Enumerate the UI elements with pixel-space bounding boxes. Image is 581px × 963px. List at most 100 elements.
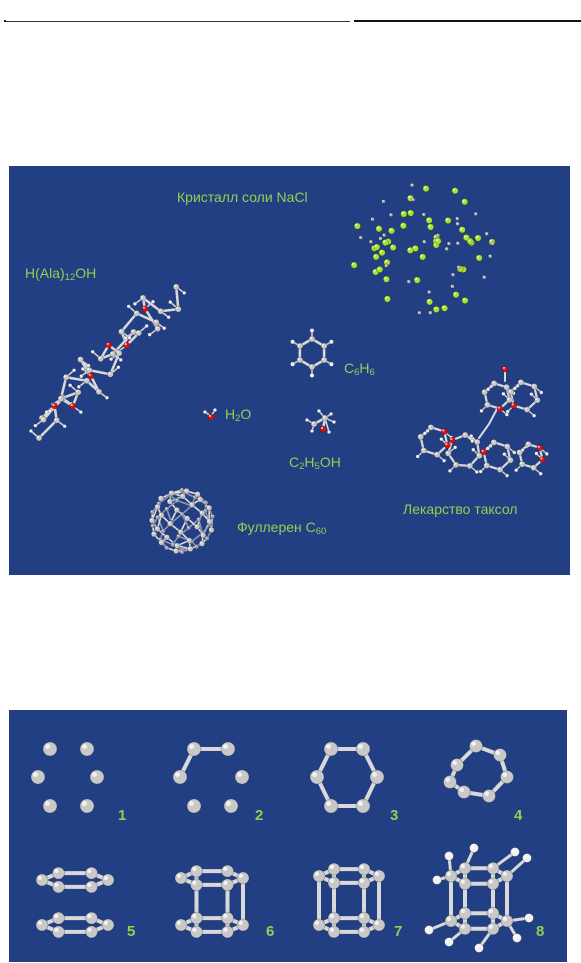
- atom-highlight: [502, 871, 507, 876]
- atom-highlight: [116, 351, 120, 354]
- hydrogen-atom: [212, 407, 218, 413]
- hydrogen-atom: [28, 428, 34, 434]
- atom-highlight: [488, 254, 491, 257]
- atom-highlight: [310, 429, 312, 431]
- bond: [120, 312, 138, 333]
- carbon-atom: [115, 349, 123, 357]
- atom-highlight: [329, 927, 334, 932]
- benzene-label: C6H6: [344, 360, 375, 378]
- bond: [181, 513, 190, 529]
- atom-highlight: [514, 468, 517, 471]
- carbon-atom: [158, 512, 165, 519]
- atom-highlight: [291, 362, 293, 365]
- hydrogen-atom: [524, 913, 534, 923]
- atom-highlight: [180, 550, 182, 552]
- carbon-atom: [186, 525, 192, 531]
- bond: [64, 375, 89, 383]
- atom-highlight: [475, 944, 479, 948]
- atom-highlight: [134, 311, 137, 314]
- atom-highlight: [158, 537, 161, 540]
- atom: [236, 871, 250, 885]
- atom-highlight: [310, 329, 313, 331]
- hydrogen-atom: [471, 447, 476, 452]
- atom-highlight: [332, 420, 334, 422]
- carbon-atom: [35, 434, 43, 442]
- carbon-atom: [194, 523, 201, 530]
- hydrogen-atom: [514, 468, 519, 473]
- atom: [85, 866, 98, 880]
- hydrogen-atom: [485, 446, 490, 451]
- chloride-atom: [376, 265, 384, 273]
- atom-highlight: [180, 494, 183, 497]
- chloride-atom: [400, 210, 408, 218]
- atom-highlight: [314, 920, 319, 925]
- bond: [59, 375, 68, 400]
- atom-highlight: [359, 913, 364, 919]
- atom-highlight: [498, 467, 501, 470]
- atom: [174, 918, 188, 932]
- hydrogen-atom: [202, 409, 208, 415]
- carbon-atom: [172, 283, 180, 291]
- atom-highlight: [384, 276, 387, 280]
- nacl-label: Кристалл соли NaCl: [177, 189, 308, 205]
- atom-highlight: [106, 342, 109, 345]
- hydrogen-atom: [127, 335, 132, 340]
- atom-highlight: [87, 364, 89, 366]
- atom-highlight: [470, 844, 474, 848]
- atom: [172, 769, 188, 785]
- hydrogen-atom: [168, 299, 173, 305]
- atom-highlight: [164, 535, 167, 538]
- carbon-atom: [420, 447, 428, 454]
- atom: [357, 876, 371, 890]
- hydrogen-atom: [309, 428, 315, 434]
- carbon-atom: [525, 440, 532, 448]
- atom-highlight: [508, 458, 511, 461]
- atom-highlight: [535, 398, 538, 401]
- atom-highlight: [448, 469, 450, 471]
- carbon-atom: [164, 545, 170, 551]
- atom: [236, 918, 250, 932]
- chloride-atom: [425, 216, 433, 224]
- carbon-atom: [187, 545, 194, 552]
- atom-highlight: [517, 450, 520, 453]
- atom-highlight: [167, 315, 169, 318]
- chloride-atom: [382, 275, 390, 283]
- atom-highlight: [205, 536, 208, 539]
- hydrogen-atom: [78, 409, 83, 415]
- atom-highlight: [87, 913, 92, 919]
- atom-highlight: [136, 330, 139, 333]
- sodium-atom: [484, 231, 489, 236]
- atom-highlight: [174, 548, 177, 551]
- atom-highlight: [155, 504, 158, 507]
- atom-highlight: [408, 195, 411, 199]
- atom-highlight: [72, 368, 75, 371]
- oxygen-atom: [105, 341, 113, 349]
- carbon-atom: [95, 388, 103, 396]
- atom-highlight: [418, 311, 420, 313]
- sodium-atom: [446, 241, 452, 246]
- atom-highlight: [471, 741, 476, 746]
- atom-highlight: [358, 744, 363, 749]
- atom-highlight: [358, 801, 363, 806]
- hydrogen-atom: [132, 301, 138, 307]
- atom-highlight: [200, 511, 203, 514]
- oxygen-atom: [510, 402, 518, 409]
- hydrogen-atom: [104, 395, 110, 400]
- atom-highlight: [474, 212, 476, 214]
- atom-highlight: [476, 255, 480, 258]
- sodium-atom: [450, 284, 455, 289]
- atom-highlight: [207, 519, 210, 522]
- atom-highlight: [70, 403, 73, 407]
- atom-highlight: [453, 292, 456, 295]
- atom-highlight: [435, 238, 439, 242]
- atom-highlight: [45, 744, 50, 749]
- atom-highlight: [36, 435, 39, 439]
- atom-highlight: [48, 409, 50, 411]
- atom-highlight: [505, 444, 508, 447]
- atom-highlight: [445, 247, 447, 249]
- sodium-atom: [422, 239, 427, 244]
- oxygen-atom: [69, 402, 77, 410]
- atom: [309, 769, 325, 785]
- carbon-atom: [57, 395, 65, 402]
- atom-highlight: [119, 329, 122, 332]
